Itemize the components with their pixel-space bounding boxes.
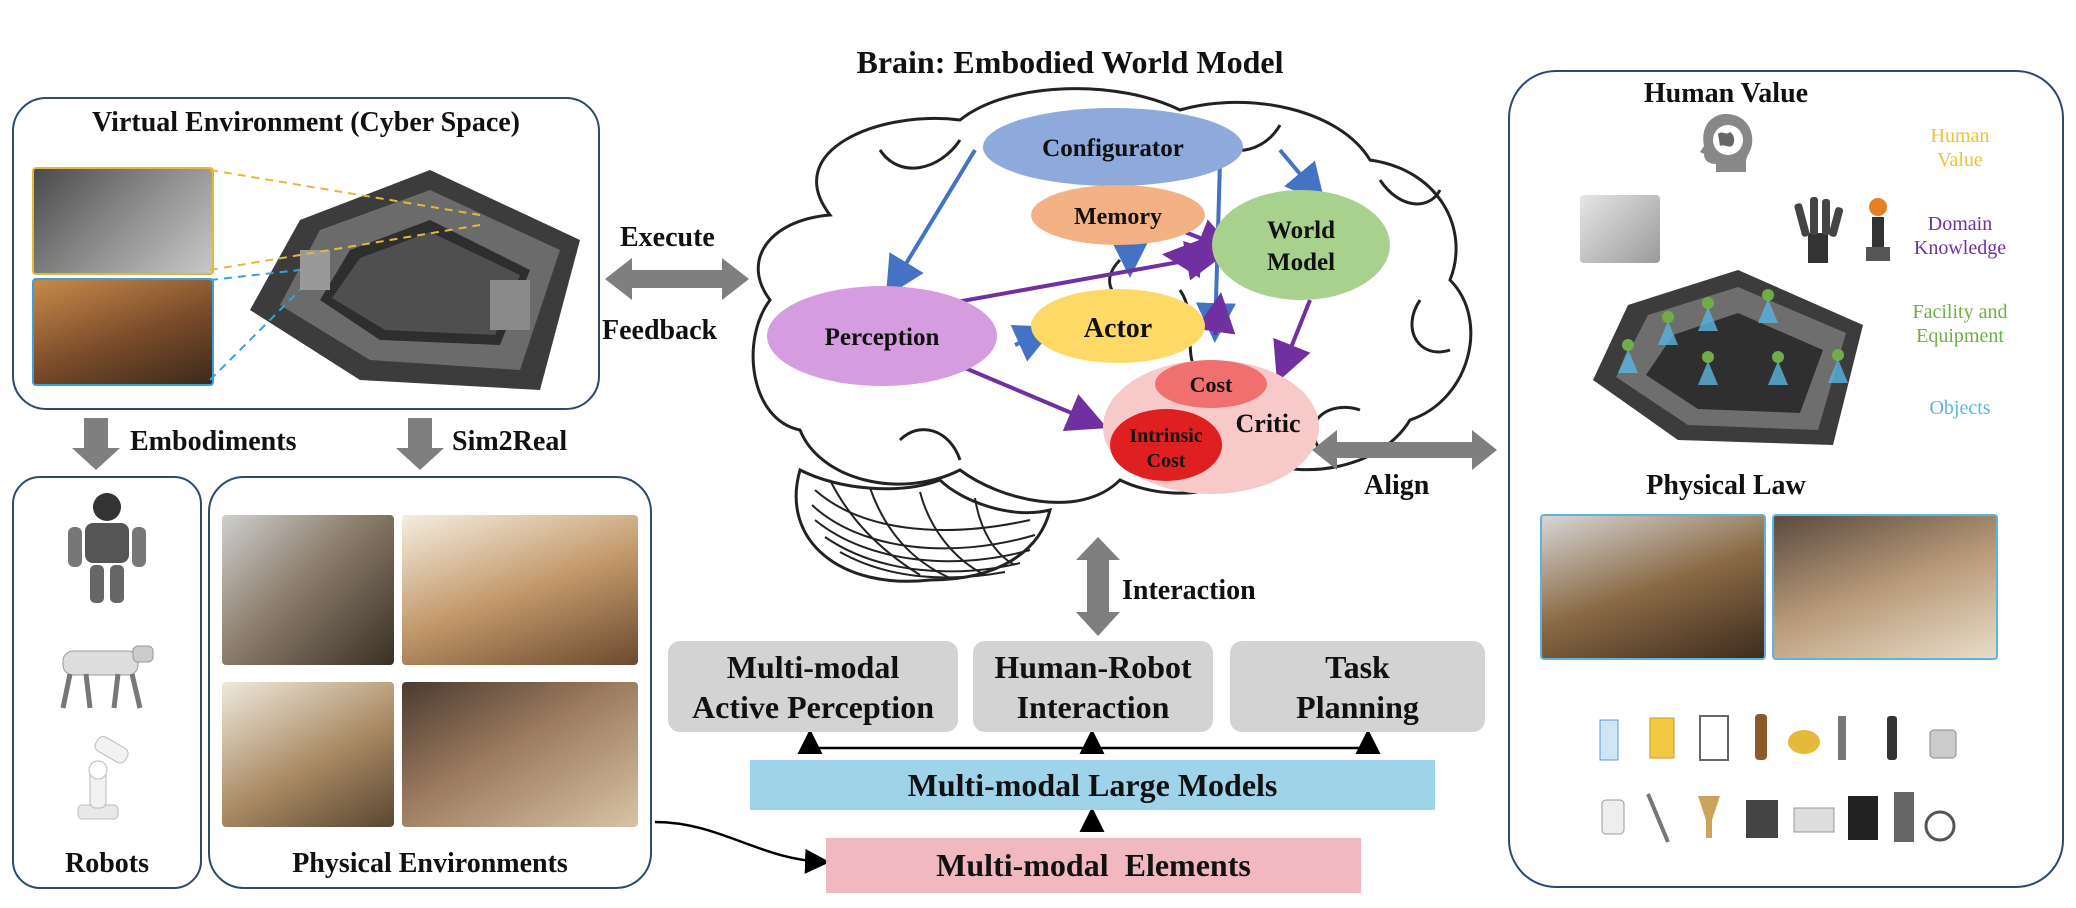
capability-task-planning: Task Planning — [1230, 641, 1485, 732]
physical-environments-title: Physical Environments — [292, 848, 568, 879]
intrinsic-cost-module — [1110, 409, 1222, 481]
execute-feedback-arrow — [605, 258, 749, 300]
world-model-label-line1: World — [1267, 217, 1335, 244]
cost-label: Cost — [1190, 372, 1233, 397]
capability-hri-line1: Human-Robot — [994, 648, 1192, 685]
hierarchy-domain-line2: Knowledge — [1913, 237, 2007, 259]
capability-active-perception: Multi-modal Active Perception — [668, 641, 958, 732]
object-milk-carton — [1599, 719, 1619, 761]
cost-module — [1155, 360, 1267, 408]
feedback-label: Feedback — [602, 315, 718, 346]
object-bowl — [1788, 730, 1820, 754]
capability-task-planning-line1: Task — [1325, 648, 1390, 685]
hierarchy-facility-equipment: Facility and Equipment — [1880, 300, 2040, 348]
object-wheelchair — [1924, 810, 1956, 842]
right-floorplan-3d — [1593, 270, 1863, 445]
configurator-module — [983, 108, 1243, 186]
sim2real-arrow — [396, 418, 444, 470]
actor-module — [1031, 289, 1205, 363]
perception-module — [767, 286, 997, 386]
cerebellum-illustration — [794, 467, 1053, 583]
object-cereal-box — [1649, 717, 1675, 759]
memory-label: Memory — [1074, 204, 1162, 230]
physical-photo-bedroom — [402, 682, 638, 827]
object-door — [1894, 792, 1914, 842]
domain-image-kitchen — [1580, 195, 1660, 263]
brain-title: Brain: Embodied World Model — [856, 44, 1284, 80]
interaction-label: Interaction — [1122, 575, 1256, 606]
object-bottle — [1755, 714, 1767, 760]
virtual-room-photo-2 — [32, 278, 214, 386]
object-brush — [1838, 716, 1846, 760]
object-cabinet — [1848, 796, 1878, 840]
capability-hri-line2: Interaction — [1016, 688, 1170, 725]
hierarchy-human-value: Human Value — [1880, 124, 2040, 172]
world-model-module — [1212, 190, 1390, 300]
hierarchy-domain-line1: Domain — [1927, 213, 1993, 235]
memory-module — [1031, 185, 1205, 245]
perception-label: Perception — [825, 324, 940, 351]
robot-arm-image — [77, 736, 129, 820]
robots-title: Robots — [64, 848, 149, 879]
configurator-label: Configurator — [1042, 135, 1184, 162]
object-toaster — [1929, 729, 1957, 759]
humanoid-robot-image — [68, 493, 146, 603]
embodiments-arrow — [72, 418, 120, 470]
domain-image-gripper — [1866, 198, 1890, 261]
hierarchy-human-value-line2: Value — [1937, 149, 1983, 171]
sim2real-label: Sim2Real — [452, 426, 568, 457]
object-goblet — [1698, 796, 1720, 838]
actor-label: Actor — [1084, 313, 1152, 344]
object-cup — [1601, 799, 1625, 835]
elements-label: Multi-modal Elements — [936, 847, 1251, 883]
elements-bar: Multi-modal Elements — [826, 838, 1361, 893]
physical-law-photo-bedroom — [1772, 514, 1998, 660]
human-value-title: Human Value — [1643, 78, 1809, 109]
interaction-arrow — [1076, 537, 1120, 636]
domain-image-robot-hand — [1794, 197, 1844, 263]
virtual-floorplan-3d — [250, 170, 580, 390]
execute-label: Execute — [620, 222, 715, 253]
physical-law-title: Physical Law — [1646, 470, 1806, 501]
intrinsic-cost-label-line1: Intrinsic — [1129, 425, 1202, 447]
physical-photo-care-home — [222, 515, 394, 665]
align-label: Align — [1364, 470, 1430, 501]
object-coffee-machine — [1746, 800, 1778, 838]
hierarchy-facility-line1: Facility and — [1912, 301, 2008, 323]
physical-law-photo-store — [1540, 514, 1766, 660]
human-head-globe-icon — [1700, 114, 1753, 172]
intrinsic-cost-label-line2: Cost — [1147, 450, 1186, 472]
object-vacuum — [1646, 793, 1670, 843]
hierarchy-human-value-line1: Human — [1930, 125, 1990, 147]
capability-task-planning-line2: Planning — [1296, 688, 1419, 725]
object-remote — [1887, 716, 1897, 760]
physical-photo-cafe — [222, 682, 394, 827]
large-models-label: Multi-modal Large Models — [907, 766, 1278, 803]
embodiments-label: Embodiments — [130, 426, 297, 457]
quadruped-robot-image — [60, 645, 154, 709]
capability-active-perception-line1: Multi-modal — [726, 648, 900, 685]
virtual-environment-title: Virtual Environment (Cyber Space) — [91, 107, 521, 138]
hierarchy-domain-knowledge: Domain Knowledge — [1880, 212, 2040, 260]
align-arrow — [1312, 430, 1497, 470]
virtual-room-photo-1 — [32, 167, 214, 275]
capability-active-perception-line2: Active Perception — [692, 688, 934, 725]
virtual-zoom-lines — [209, 169, 481, 381]
object-printer — [1793, 807, 1835, 833]
world-model-label-line2: Model — [1267, 249, 1335, 276]
large-models-bar: Multi-modal Large Models — [750, 760, 1435, 810]
critic-label: Critic — [1236, 409, 1301, 438]
hierarchy-objects: Objects — [1929, 397, 1991, 419]
hierarchy-facility-line2: Equipment — [1916, 325, 2004, 347]
object-shelf-cart — [1699, 715, 1729, 761]
capability-human-robot-interaction: Human-Robot Interaction — [973, 641, 1213, 732]
physical-photo-store — [402, 515, 638, 665]
object-icons — [1599, 714, 1957, 843]
